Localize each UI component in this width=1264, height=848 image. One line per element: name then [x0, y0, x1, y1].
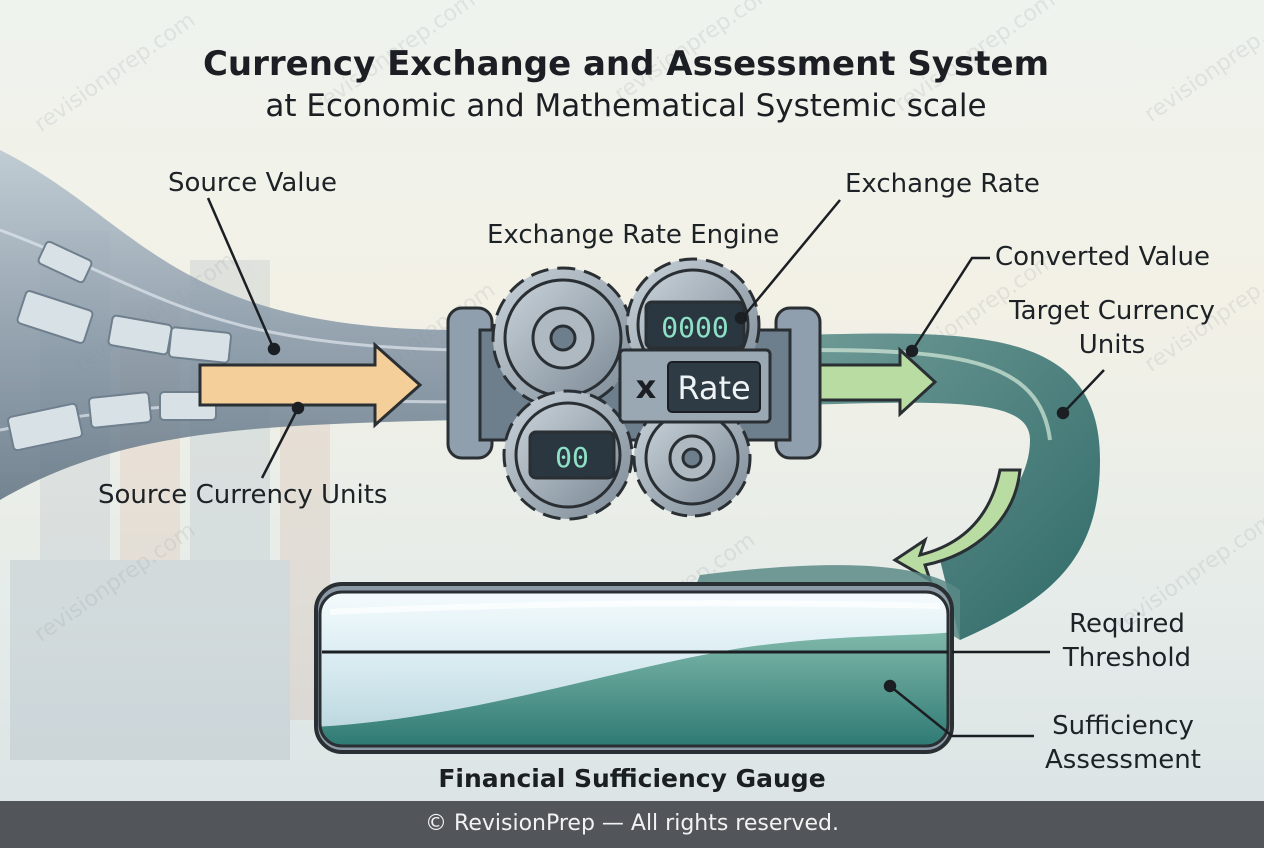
- multiplier-symbol: x: [636, 368, 657, 406]
- footer-bar: © RevisionPrep — All rights reserved.: [0, 801, 1264, 848]
- label-sufficiency-assessment: Sufficiency Assessment: [1045, 711, 1201, 775]
- rate-label-box: [667, 361, 761, 413]
- gauge-title: Financial Sufficiency Gauge: [438, 764, 826, 793]
- rate-label: Rate: [677, 369, 750, 407]
- gear: [491, 266, 635, 410]
- label-required-threshold: Required Threshold: [1062, 609, 1192, 673]
- label-source-value: Source Value: [168, 168, 337, 198]
- leader-lines: [206, 197, 1105, 738]
- source-pipe: [0, 150, 461, 500]
- copyright-text: © RevisionPrep — All rights reserved.: [425, 811, 839, 836]
- label-converted-value: Converted Value: [995, 242, 1210, 272]
- gear: [632, 398, 752, 518]
- label-exchange-rate-engine: Exchange Rate Engine: [487, 220, 780, 250]
- diagram-subtitle: at Economic and Mathematical Systemic sc…: [265, 88, 987, 124]
- display-bottom-digits: 00: [555, 441, 589, 474]
- rate-display-top: [644, 300, 746, 350]
- label-exchange-rate: Exchange Rate: [845, 169, 1040, 199]
- label-target-currency-units: Target Currency Units: [1009, 296, 1215, 360]
- financial-sufficiency-gauge: [314, 582, 954, 754]
- diagram-title: Currency Exchange and Assessment System: [202, 44, 1050, 84]
- label-source-currency-units: Source Currency Units: [98, 480, 388, 510]
- rate-display-bottom: [528, 430, 616, 480]
- gauge-liquid: [320, 632, 948, 746]
- display-top-digits: 0000: [661, 311, 728, 344]
